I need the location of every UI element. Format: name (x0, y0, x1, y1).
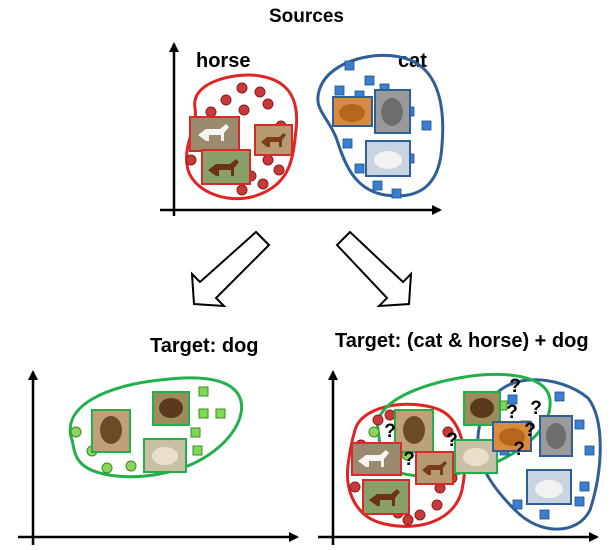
unknown-mark: ? (384, 421, 396, 442)
unknown-mark: ? (524, 420, 536, 441)
mix-cat-points (499, 391, 595, 520)
cat-cluster-boundary (316, 53, 445, 198)
unknown-mark: ? (506, 402, 518, 423)
target-mix-axes (318, 370, 599, 545)
horse-images (189, 116, 293, 185)
dog-cluster-boundary (68, 376, 243, 479)
mix-images (351, 391, 573, 515)
arrow-to-target-dog (190, 230, 271, 308)
mix-horse-cluster-boundary (345, 402, 467, 528)
unknown-markers: ? ? ? ? ? ? ? ? (384, 376, 542, 470)
sources-title: Sources (269, 6, 344, 27)
dog-circle-points (70, 426, 137, 474)
unknown-mark: ? (446, 430, 458, 451)
horse-cluster-label: horse (196, 50, 251, 72)
sources-axes (160, 42, 442, 216)
target-dog-axes (18, 370, 299, 545)
target-dog-title: Target: dog (150, 335, 259, 357)
dog-square-points (190, 386, 226, 456)
unknown-mark: ? (403, 449, 415, 470)
arrow-to-target-mix (335, 230, 413, 308)
unknown-mark: ? (509, 376, 521, 397)
cat-images (332, 89, 411, 177)
unknown-mark: ? (530, 398, 542, 419)
dog-images (91, 391, 190, 473)
horse-cluster-boundary (185, 73, 299, 201)
unknown-mark: ? (513, 439, 525, 460)
target-mix-title: Target: (cat & horse) + dog (335, 330, 589, 352)
